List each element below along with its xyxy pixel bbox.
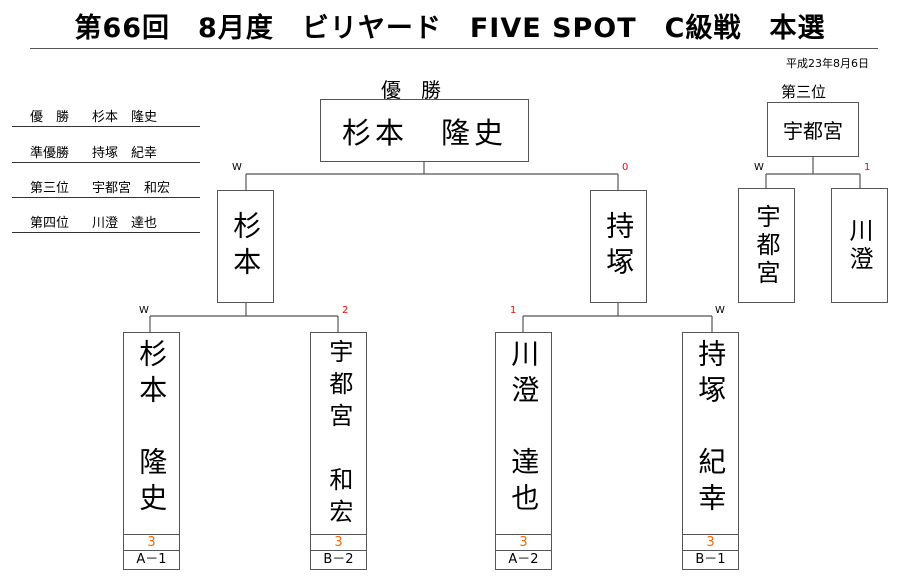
- event-date: 平成23年8月6日: [786, 57, 869, 70]
- third-place-left-result: W: [754, 162, 764, 173]
- summary-row-second: 準優勝 持塚 紀幸: [12, 140, 200, 163]
- champion-label: 優 勝: [381, 78, 441, 102]
- summary-place: 第三位: [30, 181, 70, 196]
- player-name: 川澄 達也: [507, 339, 541, 519]
- page-title: 第66回 8月度 ビリヤード FIVE SPOT C級戦 本選: [74, 13, 826, 44]
- summary-row-fourth: 第四位 川澄 達也: [12, 210, 200, 233]
- summary-row-first: 優 勝 杉本 隆史: [12, 104, 200, 127]
- summary-name: 杉本 隆史: [92, 110, 158, 125]
- third-place-right-box: 川澄: [831, 188, 888, 303]
- player-score: 3: [495, 534, 552, 550]
- player-box: 川澄 達也: [495, 332, 552, 535]
- semifinal-right-result-a: 1: [510, 305, 517, 316]
- final-left-box: 杉本: [217, 190, 274, 303]
- summary-place: 第四位: [30, 216, 70, 231]
- player-score: 3: [310, 534, 367, 550]
- title-divider: [30, 48, 878, 49]
- third-place-left-name: 宇都宮: [752, 203, 780, 288]
- player-box: 杉本 隆史: [123, 332, 180, 535]
- player-code: A－2: [495, 550, 552, 570]
- summary-row-third: 第三位 宇都宮 和宏: [12, 175, 200, 198]
- semifinal-left-result-b: 2: [342, 305, 349, 316]
- champion-box: 杉本 隆史: [320, 99, 529, 162]
- player-name: 持塚 紀幸: [694, 339, 728, 519]
- summary-name: 川澄 達也: [92, 216, 158, 231]
- summary-place: 優 勝: [30, 110, 70, 125]
- player-score: 3: [682, 534, 739, 550]
- third-place-right-result: 1: [864, 162, 871, 173]
- player-code: B－2: [310, 550, 367, 570]
- player-code: A－1: [123, 550, 180, 570]
- third-place-right-name: 川澄: [845, 217, 873, 274]
- summary-place: 準優勝: [30, 146, 70, 161]
- player-name: 杉本 隆史: [135, 339, 169, 519]
- final-right-name: 持塚: [602, 210, 636, 283]
- player-box: 宇都宮 和宏: [310, 332, 367, 535]
- player-code: B－1: [682, 550, 739, 570]
- player-name: 宇都宮 和宏: [324, 339, 353, 531]
- summary-name: 持塚 紀幸: [92, 146, 158, 161]
- final-left-name: 杉本: [229, 210, 263, 283]
- third-place-label: 第三位: [781, 83, 827, 101]
- semifinal-left-result-a: W: [139, 305, 149, 316]
- final-right-box: 持塚: [590, 190, 647, 303]
- final-right-result: 0: [622, 162, 629, 173]
- third-place-left-box: 宇都宮: [738, 188, 795, 303]
- player-box: 持塚 紀幸: [682, 332, 739, 535]
- summary-name: 宇都宮 和宏: [92, 181, 171, 196]
- semifinal-right-result-b: W: [715, 305, 725, 316]
- third-place-winner-box: 宇都宮: [767, 102, 859, 157]
- final-left-result: W: [232, 162, 242, 173]
- player-score: 3: [123, 534, 180, 550]
